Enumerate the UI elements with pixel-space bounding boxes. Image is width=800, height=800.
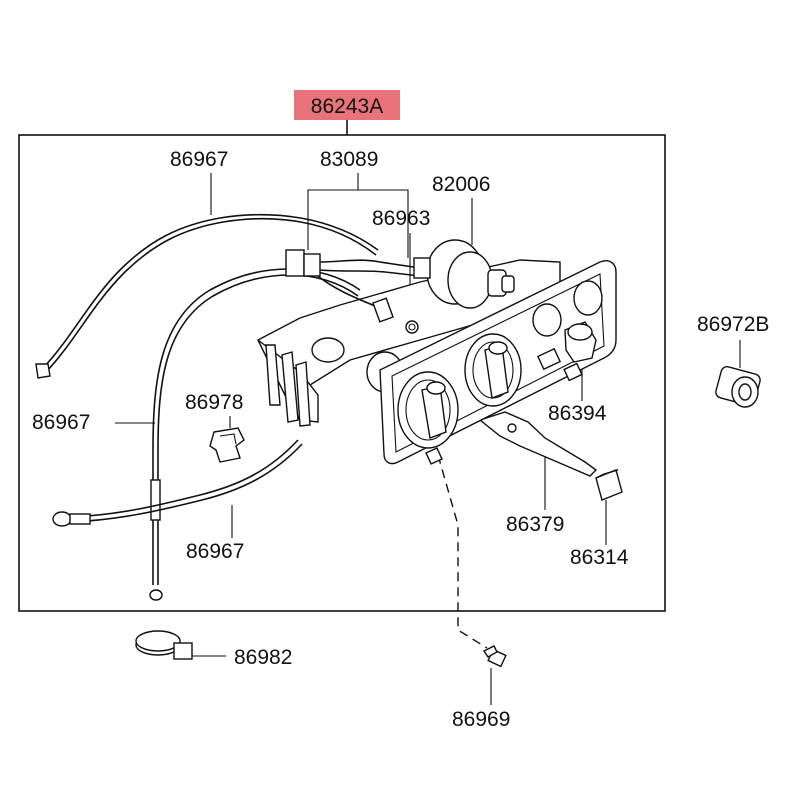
lever-bracket: [478, 411, 598, 477]
heater-control-unit: [257, 239, 617, 465]
part-label-clip: 86978: [185, 391, 243, 414]
cable-clip: [209, 427, 245, 463]
control-knob: [564, 321, 597, 363]
part-label-knob: 86394: [548, 402, 607, 425]
control-cable-upper: [42, 213, 379, 369]
part-label-cable-middle: 86967: [32, 411, 90, 434]
part-label-socket: 86963: [372, 207, 430, 230]
hose-band: [135, 630, 193, 660]
wire-harness: [285, 249, 431, 323]
assembly-part-number: 86243A: [311, 95, 383, 118]
bulb: [426, 239, 515, 309]
assembly-frame: [18, 134, 666, 612]
lever-cap: [595, 469, 623, 501]
bulb-socket: [405, 320, 419, 334]
part-label-knob-side: 86972B: [697, 313, 769, 336]
part-label-band: 86982: [234, 646, 292, 669]
part-label-bracket: 86379: [506, 513, 564, 536]
screw: [482, 645, 507, 668]
side-knob: [715, 366, 761, 408]
part-label-screw: 86969: [452, 708, 510, 731]
part-label-bulb: 82006: [432, 173, 490, 196]
part-label-cable-upper: 86967: [170, 148, 228, 171]
assembly-label-highlight: [294, 90, 400, 120]
part-label-harness: 83089: [320, 148, 378, 171]
part-label-cap: 86314: [570, 546, 629, 569]
control-cable-lower: [69, 439, 299, 518]
part-label-cable-lower: 86967: [186, 540, 244, 563]
